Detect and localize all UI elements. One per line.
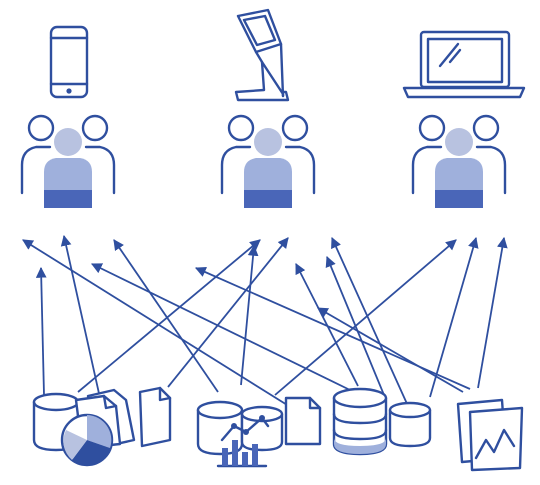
connection-arrow (429, 236, 479, 398)
connection-arrow (325, 256, 385, 396)
connection-arrow (35, 266, 47, 396)
database-icon (388, 401, 432, 448)
connection-arrow (60, 234, 101, 399)
connection-arrow (240, 244, 259, 386)
connection-arrow (22, 239, 293, 409)
user-group-left (20, 114, 116, 208)
connection-arrows (22, 234, 508, 409)
stacked-database-icon (332, 387, 388, 456)
connection-arrow (331, 237, 409, 407)
bar-chart-icon (216, 415, 270, 468)
document-icon (284, 396, 322, 446)
connection-arrow (317, 307, 464, 393)
kiosk-terminal-icon (234, 8, 290, 102)
user-group-center (220, 114, 316, 208)
line-chart-icon (456, 398, 524, 472)
connection-arrow (91, 263, 351, 391)
connection-arrow (477, 236, 508, 389)
database-icon (196, 400, 284, 456)
connection-arrow (195, 266, 471, 390)
connection-arrow (167, 237, 289, 388)
laptop-icon (402, 30, 526, 99)
connection-arrow (274, 239, 457, 396)
user-group-right (411, 114, 507, 208)
connection-arrow (113, 239, 219, 393)
connection-arrow (77, 239, 261, 393)
smartphone-icon (49, 25, 89, 99)
pie-chart-icon (60, 413, 114, 467)
